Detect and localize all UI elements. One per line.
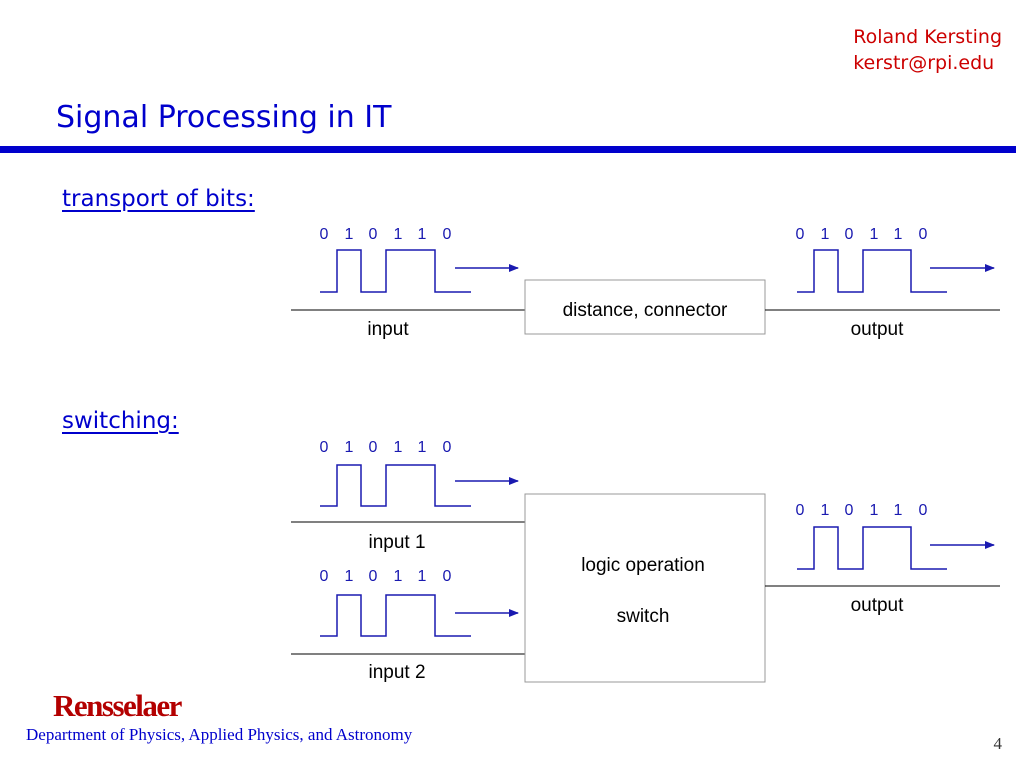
switching-input1-waveform (320, 464, 471, 507)
bit-label: 0 (796, 226, 805, 243)
switching-input2-label: input 2 (368, 662, 425, 683)
switch-label: switch (617, 606, 670, 627)
bit-label: 1 (418, 226, 427, 243)
switching-input2-bits: 0 1 0 1 1 0 (320, 568, 452, 585)
author-name: Roland Kersting (853, 26, 1002, 48)
bit-label: 1 (894, 502, 903, 519)
bit-label: 1 (394, 439, 403, 456)
transport-input-bits: 0 1 0 1 1 0 (320, 226, 452, 243)
bit-label: 0 (796, 502, 805, 519)
bit-label: 0 (845, 502, 854, 519)
transport-output-waveform (797, 249, 947, 293)
switching-output-waveform (797, 526, 947, 570)
transport-connector-label: distance, connector (563, 300, 728, 321)
bit-label: 1 (345, 439, 354, 456)
switching-output-label: output (851, 595, 905, 616)
rensselaer-logo: Rensselaer (53, 688, 182, 723)
bit-label: 0 (369, 568, 378, 585)
bit-label: 0 (320, 226, 329, 243)
bit-label: 0 (443, 226, 452, 243)
transport-output-label: output (851, 319, 905, 340)
bit-label: 0 (320, 568, 329, 585)
bit-label: 1 (394, 226, 403, 243)
transport-connector-box (524, 279, 766, 335)
bit-label: 1 (418, 568, 427, 585)
bit-label: 1 (345, 568, 354, 585)
bit-label: 1 (894, 226, 903, 243)
transport-input-label: input (367, 319, 409, 340)
bit-label: 1 (870, 502, 879, 519)
bit-label: 1 (821, 502, 830, 519)
bit-label: 1 (418, 439, 427, 456)
bit-label: 0 (845, 226, 854, 243)
switching-input1-bits: 0 1 0 1 1 0 (320, 439, 452, 456)
transport-input-waveform (320, 249, 471, 293)
page-number: 4 (993, 734, 1003, 753)
logic-operation-label: logic operation (581, 555, 705, 576)
bit-label: 1 (394, 568, 403, 585)
switching-output-bits: 0 1 0 1 1 0 (796, 502, 928, 519)
switching-input1-label: input 1 (368, 532, 425, 553)
author-email: kerstr@rpi.edu (853, 52, 995, 74)
switching-logic-box (524, 493, 766, 683)
bit-label: 1 (870, 226, 879, 243)
bit-label: 0 (443, 439, 452, 456)
bit-label: 1 (345, 226, 354, 243)
bit-label: 0 (919, 226, 928, 243)
bit-label: 0 (369, 439, 378, 456)
slide-title: Signal Processing in IT (56, 100, 392, 135)
title-rule (0, 146, 1016, 153)
switching-input2-waveform (320, 594, 471, 637)
bit-label: 0 (443, 568, 452, 585)
transport-output-bits: 0 1 0 1 1 0 (796, 226, 928, 243)
bit-label: 0 (919, 502, 928, 519)
bit-label: 0 (320, 439, 329, 456)
bit-label: 1 (821, 226, 830, 243)
department-name: Department of Physics, Applied Physics, … (26, 725, 413, 744)
author-block: Roland Kersting kerstr@rpi.edu (853, 24, 1002, 76)
section-switching-heading: switching: (62, 408, 179, 434)
bit-label: 0 (369, 226, 378, 243)
section-transport-heading: transport of bits: (62, 186, 255, 212)
